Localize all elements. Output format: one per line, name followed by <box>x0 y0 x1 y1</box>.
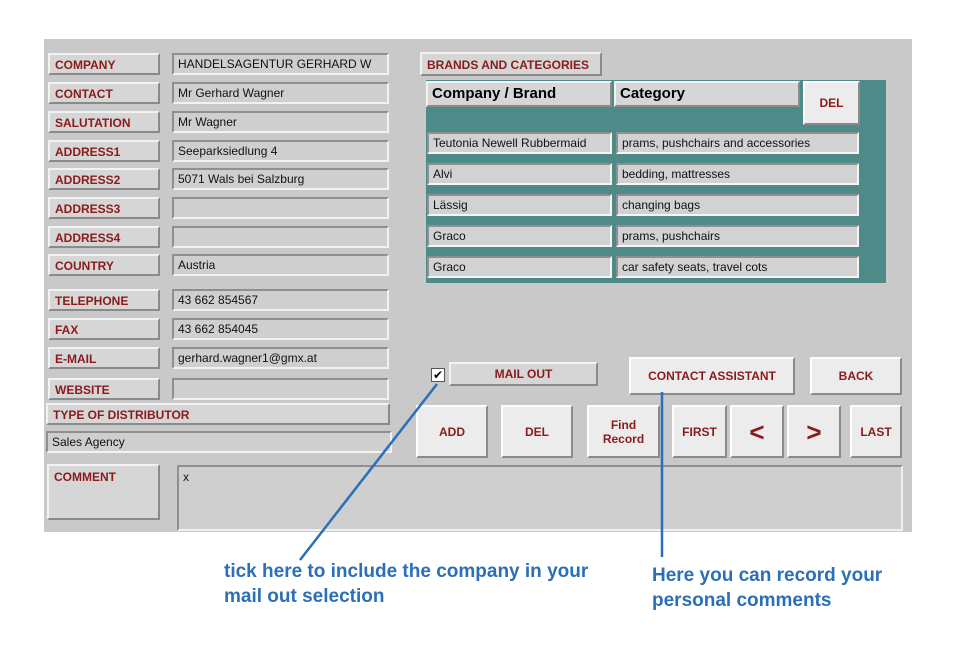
address2-field[interactable]: 5071 Wals bei Salzburg <box>172 168 389 190</box>
fax-field[interactable]: 43 662 854045 <box>172 318 389 340</box>
category-cell[interactable]: bedding, mattresses <box>616 163 859 185</box>
email-field[interactable]: gerhard.wagner1@gmx.at <box>172 347 389 369</box>
telephone-label: TELEPHONE <box>48 289 160 311</box>
delete-record-button[interactable]: DEL <box>501 405 573 458</box>
address1-label: ADDRESS1 <box>48 140 160 162</box>
address4-field[interactable] <box>172 226 389 248</box>
website-label: WEBSITE <box>48 378 160 400</box>
mail-out-label: MAIL OUT <box>449 362 598 386</box>
category-cell[interactable]: car safety seats, travel cots <box>616 256 859 278</box>
first-record-button[interactable]: FIRST <box>672 405 727 458</box>
back-button[interactable]: BACK <box>810 357 902 395</box>
brand-cell[interactable]: Alvi <box>427 163 612 185</box>
address4-label: ADDRESS4 <box>48 226 160 248</box>
comment-label: COMMENT <box>47 464 160 520</box>
company-field[interactable]: HANDELSAGENTUR GERHARD W <box>172 53 389 75</box>
company-label: COMPANY <box>48 53 160 75</box>
country-label: COUNTRY <box>48 254 160 276</box>
brands-categories-title: BRANDS AND CATEGORIES <box>420 52 602 76</box>
address2-label: ADDRESS2 <box>48 168 160 190</box>
brand-cell[interactable]: Lässig <box>427 194 612 216</box>
mail-out-checkbox[interactable]: ✔ <box>431 368 445 382</box>
brand-cell[interactable]: Graco <box>427 225 612 247</box>
address3-label: ADDRESS3 <box>48 197 160 219</box>
brand-cell[interactable]: Graco <box>427 256 612 278</box>
brand-column-header: Company / Brand <box>426 81 612 107</box>
address3-field[interactable] <box>172 197 389 219</box>
address1-field[interactable]: Seeparksiedlung 4 <box>172 140 389 162</box>
distributor-type-field[interactable]: Sales Agency <box>46 431 392 453</box>
add-button[interactable]: ADD <box>416 405 488 458</box>
find-record-button[interactable]: Find Record <box>587 405 660 458</box>
telephone-field[interactable]: 43 662 854567 <box>172 289 389 311</box>
next-record-button[interactable]: > <box>787 405 841 458</box>
fax-label: FAX <box>48 318 160 340</box>
contact-label: CONTACT <box>48 82 160 104</box>
email-label: E-MAIL <box>48 347 160 369</box>
category-cell[interactable]: changing bags <box>616 194 859 216</box>
distributor-type-label: TYPE OF DISTRIBUTOR <box>46 403 390 425</box>
category-cell[interactable]: prams, pushchairs and accessories <box>616 132 859 154</box>
comments-annotation: Here you can record your personal commen… <box>652 565 883 611</box>
website-field[interactable] <box>172 378 389 400</box>
last-record-button[interactable]: LAST <box>850 405 902 458</box>
brand-delete-button[interactable]: DEL <box>803 81 860 125</box>
previous-record-button[interactable]: < <box>730 405 784 458</box>
category-column-header: Category <box>614 81 800 107</box>
category-cell[interactable]: prams, pushchairs <box>616 225 859 247</box>
contact-assistant-button[interactable]: CONTACT ASSISTANT <box>629 357 795 395</box>
brand-cell[interactable]: Teutonia Newell Rubbermaid <box>427 132 612 154</box>
country-field[interactable]: Austria <box>172 254 389 276</box>
salutation-field[interactable]: Mr Wagner <box>172 111 389 133</box>
contact-field[interactable]: Mr Gerhard Wagner <box>172 82 389 104</box>
comment-field[interactable]: x <box>177 465 903 531</box>
mail-out-annotation: tick here to include the company in your… <box>224 561 589 607</box>
salutation-label: SALUTATION <box>48 111 160 133</box>
